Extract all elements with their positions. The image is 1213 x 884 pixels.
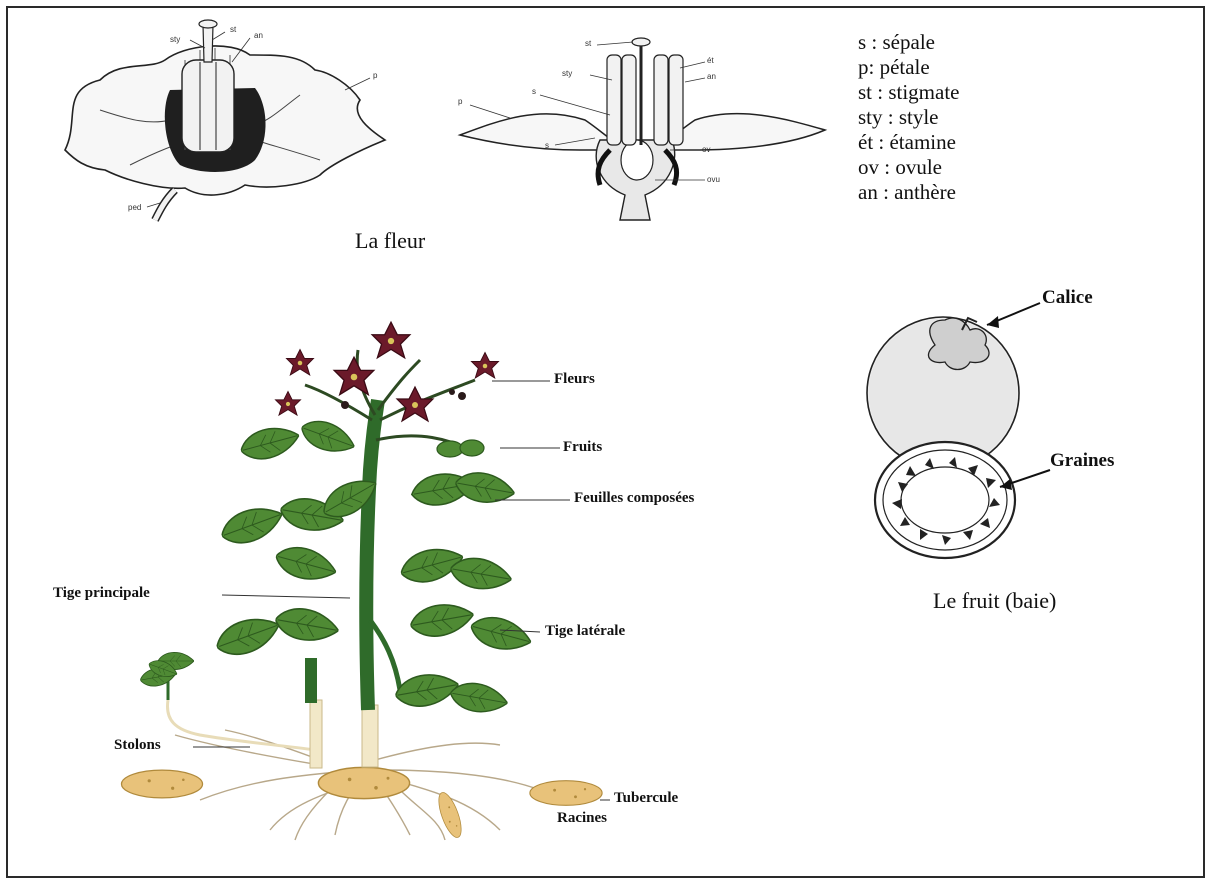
- flower1-label-p: p: [373, 71, 378, 80]
- legend-item-etamine: ét : étamine: [858, 130, 956, 155]
- fruit-caption: Le fruit (baie): [933, 588, 1056, 614]
- flower-section-drawing: st sty s p s ét an ov ovu: [458, 38, 825, 220]
- flower2-label-s2: s: [545, 141, 549, 150]
- flower2-label-p: p: [458, 97, 463, 106]
- legend-item-style: sty : style: [858, 105, 939, 130]
- label-tige-laterale: Tige latérale: [545, 623, 625, 640]
- flower1-label-an: an: [254, 31, 263, 40]
- label-tige-principale: Tige principale: [53, 585, 150, 602]
- flower1-label-ped: ped: [128, 203, 141, 212]
- label-racines: Racines: [557, 810, 607, 827]
- label-fruits: Fruits: [563, 439, 602, 456]
- label-calice: Calice: [1042, 287, 1093, 309]
- flower1-label-sty: sty: [170, 35, 180, 44]
- flower2-label-an: an: [707, 72, 716, 81]
- label-graines: Graines: [1050, 450, 1114, 472]
- legend-item-anthere: an : anthère: [858, 180, 956, 205]
- flower2-label-ov: ov: [702, 145, 710, 154]
- label-tubercule: Tubercule: [614, 790, 678, 807]
- flower-open-drawing: sty st an p ped: [65, 20, 385, 220]
- flower2-label-et: ét: [707, 56, 714, 65]
- label-stolons: Stolons: [114, 737, 161, 754]
- fruit-drawing: [867, 303, 1050, 558]
- flower2-label-s: s: [532, 87, 536, 96]
- legend-item-petale: p: pétale: [858, 55, 930, 80]
- flower2-label-sty: sty: [562, 69, 572, 78]
- flower-caption: La fleur: [355, 228, 425, 254]
- flower1-label-st: st: [230, 25, 237, 34]
- flower2-label-st: st: [585, 39, 592, 48]
- legend-item-sepale: s : sépale: [858, 30, 935, 55]
- legend-item-stigmate: st : stigmate: [858, 80, 960, 105]
- label-fleurs: Fleurs: [554, 371, 595, 388]
- flower2-label-ovu: ovu: [707, 175, 720, 184]
- legend-item-ovule: ov : ovule: [858, 155, 942, 180]
- potato-plant-drawing: [121, 322, 610, 840]
- label-feuilles-composees: Feuilles composées: [574, 490, 694, 507]
